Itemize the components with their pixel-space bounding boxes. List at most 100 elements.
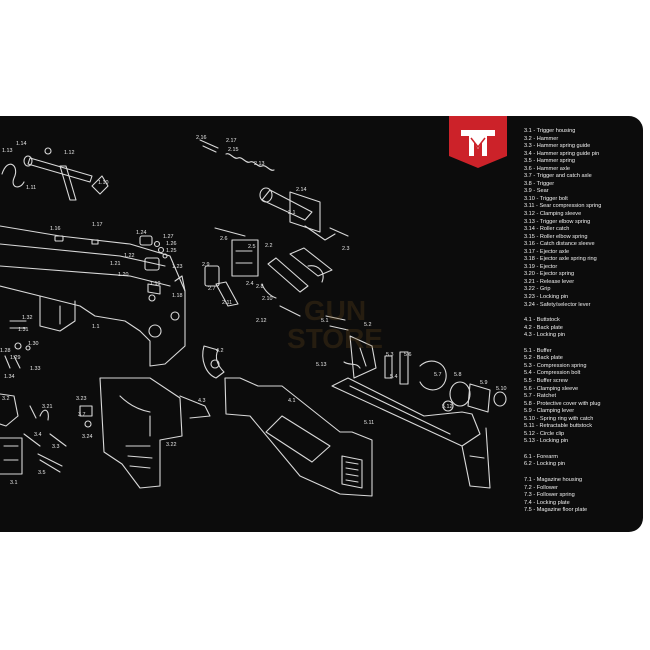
legend-entry: 7.4 - Locking plate [524,499,570,506]
callout-label: 5.4 [390,374,398,380]
legend-entry: 6.1 - Forearm [524,453,558,460]
legend-entry: 3.20 - Ejector spring [524,271,575,278]
callout-label: 1.25 [166,248,177,254]
callout-label: 2.15 [228,147,239,153]
part-number-callouts: 1.13 1.14 1.12 1.11 1.10 1.17 1.16 1.24 … [0,135,507,486]
callout-label: 5.12 [442,404,453,410]
legend-group-gap [524,340,639,348]
legend-entry: 6.2 - Locking pin [524,461,566,468]
legend-entry: 5.7 - Ratchet [524,393,557,400]
callout-label: 5.11 [364,420,374,426]
callout-label: 2.10 [262,296,273,302]
legend-entry: 7.5 - Magazine floor plate [524,507,588,514]
legend-entry: 3.1 - Trigger housing [524,128,576,134]
legend-entry: 5.10 - Spring ring with catch [524,415,594,422]
callout-label: 3.5 [38,470,46,476]
legend-entry: 3.21 - Release lever [524,278,575,285]
callout-label: 1.27 [163,234,174,240]
callout-label: 2.6 [220,236,228,242]
callout-label: 5.7 [434,372,442,378]
callout-label: 1.18 [172,293,183,299]
callout-label: 3.23 [76,396,87,402]
callout-label: 3.24 [82,434,93,440]
callout-label: 5.13 [316,362,327,368]
legend-entry: 3.13 - Trigger elbow spring [524,218,591,225]
legend-entry: 3.2 - Hammer [524,135,559,142]
callout-label: 2.16 [196,135,207,141]
callout-label: 2.5 [248,244,256,250]
callout-label: 3.4 [34,432,42,438]
callout-label: 5.2 [364,322,372,328]
watermark-line-1: GUN [304,295,366,326]
cocking-parts-drawing [1,147,109,201]
legend-entry: 4.2 - Back plate [524,324,563,331]
legend-entry: 5.12 - Circle clip [524,430,565,437]
legend-entry: 3.18 - Ejector axle spring ring [524,256,597,263]
legend-entry: 3.16 - Catch distance sleeve [524,241,595,248]
legend-entry: 3.4 - Hammer spring guide pin [524,150,600,157]
legend-entry: 7.1 - Magazine housing [524,476,583,483]
callout-label: 5.1 [321,318,329,324]
callout-label: 4.3 [198,398,206,404]
callout-label: 2.11 [222,300,232,306]
legend-entry: 3.11 - Sear compression spring [524,203,602,210]
callout-label: 1.16 [50,226,61,232]
callout-label: 1.34 [4,374,15,380]
legend-entry: 3.24 - Safety/selector lever [524,301,591,308]
legend-entry: 3.14 - Roller catch [524,226,570,233]
callout-label: 2.14 [296,187,307,193]
callout-label: 5.9 [480,380,488,386]
legend-entry: 4.1 - Buttstock [524,317,560,324]
legend-entry: 5.13 - Locking pin [524,438,569,445]
tekmat-logo-icon [449,116,507,168]
legend-entry: 5.2 - Back plate [524,355,563,362]
callout-label: 1.22 [124,253,135,259]
callout-label: 5.3 [386,352,394,358]
callout-label: 3.3 [52,444,60,450]
legend-entry: 5.11 - Retractable buttstock [524,423,592,430]
callout-label: 1.1 [92,324,100,330]
callout-label: 1.30 [28,341,39,347]
small-parts-drawing [4,235,168,369]
legend-entry: 3.3 - Hammer spring guide [524,143,591,150]
callout-label: 1.13 [2,148,13,154]
watermark-line-2: STORE [287,323,383,352]
callout-label: 2.4 [246,281,254,287]
legend-entry: 3.12 - Clamping sleeve [524,211,582,218]
callout-label: 5.6 [404,352,412,358]
legend-group-gap [524,469,639,477]
legend-entry: 7.2 - Follower [524,484,558,491]
legend-entry: 3.7 - Trigger and catch axle [524,173,592,180]
callout-label: 1.33 [30,366,41,372]
legend-entry: 3.23 - Locking pin [524,294,569,301]
legend-entry: 5.1 - Buffer [524,347,552,354]
legend-group-gap [524,309,639,317]
legend-entry: 3.6 - Hammer axle [524,165,571,172]
legend-entry: 3.5 - Hammer spring [524,158,575,165]
callout-label: 1.20 [118,272,129,278]
callout-label: 3.2 [2,396,10,402]
legend-entry: 5.9 - Clamping lever [524,408,575,415]
callout-label: 1.23 [172,264,183,270]
callout-label: 1.28 [0,348,11,354]
callout-label: 3.21 [42,404,53,410]
callout-label: 1.11 [26,185,36,191]
callout-label: 2.3 [342,246,350,252]
callout-label: 4.1 [288,398,296,404]
trigger-group-drawing [0,377,211,489]
callout-label: 4.2 [216,348,224,354]
legend-entry: 3.8 - Trigger [524,180,555,187]
callout-label: 1.26 [166,241,177,247]
bolt-parts-drawing [199,139,349,317]
legend-entry: 3.10 - Trigger bolt [524,195,568,202]
legend-group-gap [524,446,639,454]
callout-label: 1.24 [136,230,147,236]
callout-label: 1.12 [64,150,75,156]
legend-entry: 4.3 - Locking pin [524,332,566,339]
legend-entry: 3.9 - Sear [524,188,549,195]
callout-label: 2.13 [254,161,265,167]
legend-entry: 3.15 - Roller elbow spring [524,233,588,240]
callout-label: 3.1 [10,480,18,486]
callout-label: 2.7 [208,286,216,292]
retractable-stock-drawing [331,377,491,489]
